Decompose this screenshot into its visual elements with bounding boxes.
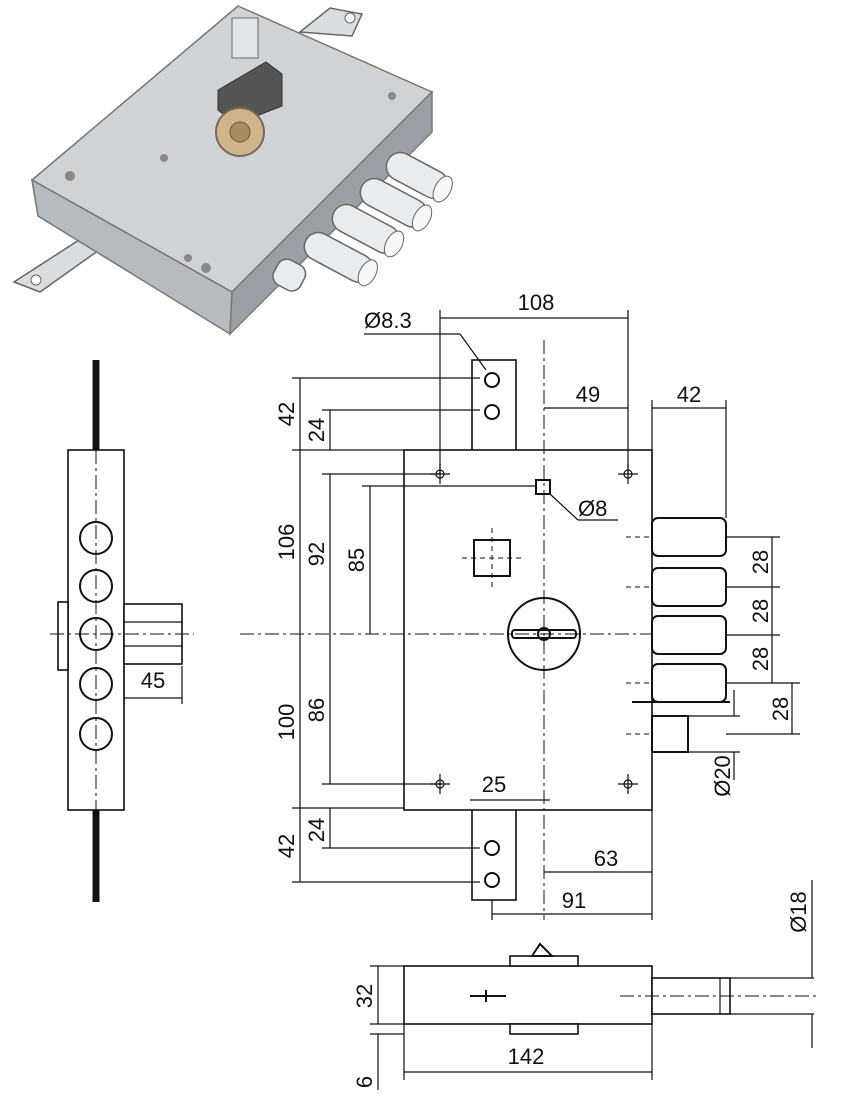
dim-20: Ø20 — [710, 755, 735, 797]
dim-28-a: 28 — [748, 550, 773, 574]
dim-42-top: 42 — [274, 402, 299, 426]
dim-25: 25 — [482, 772, 506, 797]
bottom-view: Ø18 32 6 142 — [352, 880, 820, 1090]
dim-24-top: 24 — [304, 418, 329, 442]
dim-32: 32 — [352, 984, 377, 1008]
lock-photo — [12, 5, 453, 336]
dim-92: 92 — [304, 542, 329, 566]
dim-49: 49 — [576, 382, 600, 407]
dim-100: 100 — [274, 704, 299, 741]
dim-28-d: 28 — [768, 697, 793, 721]
bolt-icon — [272, 151, 453, 292]
dim-142: 142 — [508, 1044, 545, 1069]
dim-24-bottom: 24 — [304, 818, 329, 842]
dim-8-3: Ø8.3 — [364, 308, 412, 333]
side-view: 45 — [50, 360, 194, 902]
dim-28-c: 28 — [748, 647, 773, 671]
dim-85: 85 — [344, 548, 369, 572]
dim-45: 45 — [141, 668, 165, 693]
dim-42-bolt: 42 — [677, 382, 701, 407]
dim-42-bottom: 42 — [274, 834, 299, 858]
bolt-icon — [651, 517, 727, 753]
dim-91: 91 — [562, 888, 586, 913]
dim-108: 108 — [518, 290, 555, 315]
dim-86: 86 — [304, 698, 329, 722]
dim-28-b: 28 — [748, 599, 773, 623]
front-view — [240, 340, 730, 920]
dim-8: Ø8 — [578, 496, 607, 521]
front-dimensions: 108 49 42 Ø8.3 Ø8 42 — [274, 290, 800, 920]
dim-106: 106 — [274, 524, 299, 561]
dim-6: 6 — [352, 1076, 377, 1088]
dim-63: 63 — [594, 846, 618, 871]
dim-18: Ø18 — [786, 891, 811, 933]
